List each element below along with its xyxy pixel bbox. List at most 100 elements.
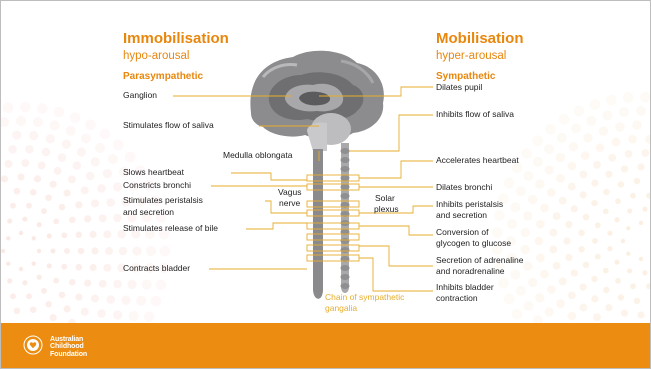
decor-dot (98, 279, 107, 288)
decor-dot (21, 159, 30, 168)
decor-dot (558, 277, 567, 286)
decor-dot (507, 219, 518, 229)
decor-dot (57, 153, 67, 162)
decor-dot (619, 107, 629, 118)
decor-dot (6, 236, 11, 241)
label-inhibits-peristalsis: Inhibits peristalsis (436, 199, 504, 209)
decor-dot (121, 197, 131, 207)
label-accelerates-heartbeat: Accelerates heartbeat (436, 155, 519, 165)
decor-dot (29, 306, 37, 313)
decor-dot (568, 142, 579, 152)
right-heading: Mobilisation (436, 30, 524, 47)
decor-dot (603, 286, 610, 294)
decor-dot (633, 297, 641, 305)
decor-dot (31, 236, 36, 241)
ganglion-bead (340, 238, 350, 244)
ganglion-bead (340, 148, 350, 154)
decor-dot (45, 194, 52, 201)
decor-dot (119, 166, 130, 177)
ganglion-bead (340, 166, 350, 172)
decor-dot (532, 315, 543, 323)
decor-dot (547, 285, 556, 294)
decor-dot (132, 246, 142, 256)
decor-dot (143, 179, 155, 191)
decor-dot (77, 247, 85, 255)
decor-dot (555, 152, 566, 163)
decor-dot (69, 112, 81, 123)
decor-dot (608, 153, 617, 162)
decor-dot (622, 92, 634, 103)
decor-dot (8, 145, 17, 154)
decor-dot (646, 283, 650, 290)
label-dilates-bronchi: Dilates bronchi (436, 182, 493, 192)
decor-dot (614, 259, 620, 265)
decor-dot (611, 137, 621, 147)
label-nerve: nerve (279, 198, 301, 208)
decor-dot (595, 143, 605, 152)
decor-dot (69, 278, 76, 286)
decor-dot (113, 279, 122, 289)
decor-dot (540, 269, 549, 279)
decor-dot (61, 139, 72, 149)
label-plexus: plexus (374, 204, 399, 214)
decor-dot (68, 175, 76, 184)
decor-dot (497, 277, 509, 289)
decor-dot (29, 131, 39, 141)
decor-dot (593, 313, 601, 322)
decor-dot (131, 263, 141, 273)
right-subheading: hyper-arousal (436, 50, 507, 62)
decor-dot (45, 301, 52, 308)
decor-dot (607, 230, 613, 236)
decor-dot (49, 314, 57, 322)
decor-dot (84, 279, 92, 287)
decor-dot (594, 253, 601, 260)
decor-dot (36, 248, 42, 254)
decor-dot (607, 246, 613, 252)
decor-dot (636, 106, 646, 116)
decor-dot (16, 116, 26, 126)
decor-dot (578, 245, 585, 253)
decor-dot (570, 205, 578, 213)
decor-dot (567, 182, 576, 191)
decor-dot (528, 277, 538, 288)
decor-dot (506, 236, 516, 246)
decor-dot (565, 220, 573, 229)
decor-dot (567, 161, 577, 171)
decor-dot (106, 295, 115, 304)
decor-dot (558, 113, 570, 125)
decor-dot (627, 208, 633, 214)
dots-left-decoration (1, 101, 171, 323)
decor-dot (53, 277, 60, 284)
decor-dot (13, 307, 21, 315)
decor-dot (31, 261, 36, 266)
decor-dot (98, 214, 107, 223)
decor-dot (50, 248, 56, 254)
decor-dot (128, 311, 139, 321)
decor-dot (107, 154, 118, 165)
decor-dot (155, 211, 167, 223)
label-dilates-pupil: Dilates pupil (436, 82, 483, 92)
decor-dot (103, 263, 112, 272)
org-name-line1: Australian (50, 336, 84, 343)
decor-dot (491, 244, 503, 255)
decor-dot (10, 202, 16, 209)
ganglion-bead (340, 229, 350, 235)
decor-dot (121, 295, 131, 305)
decor-dot (615, 277, 621, 284)
decor-dot (563, 237, 571, 245)
ganglion-bead (340, 274, 350, 280)
decor-dot (515, 186, 526, 197)
decor-dot (136, 196, 147, 207)
label-release-bile: Stimulates release of bile (123, 223, 218, 233)
decor-dot (511, 308, 523, 320)
decor-dot (515, 285, 526, 296)
decor-dot (127, 279, 137, 290)
decor-dot (141, 279, 152, 290)
decor-dot (591, 275, 598, 283)
decor-dot (102, 168, 113, 179)
decor-dot (544, 165, 554, 175)
decor-dot (49, 180, 57, 188)
label-stimulates-saliva: Stimulates flow of saliva (123, 120, 214, 130)
decor-dot (12, 130, 22, 140)
